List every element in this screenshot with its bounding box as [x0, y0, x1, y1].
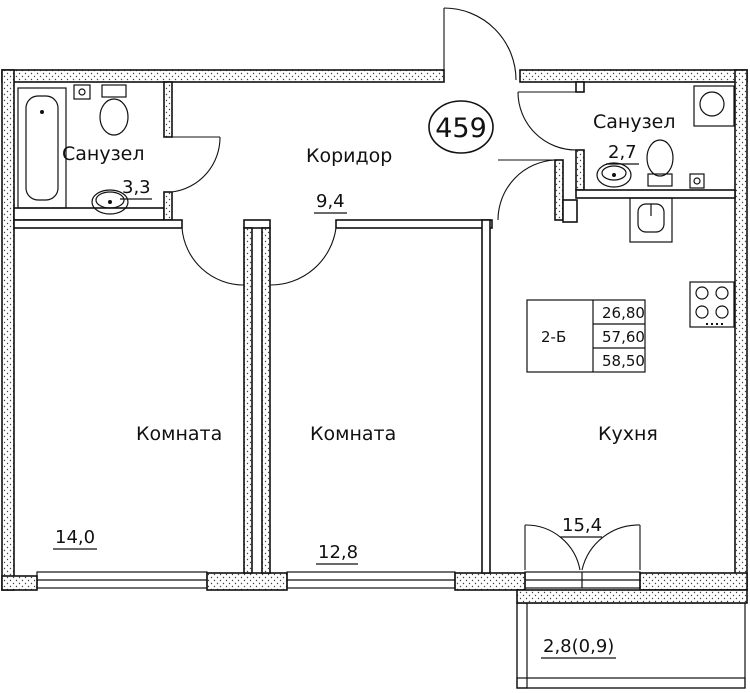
- kitchen-label: Кухня: [598, 423, 658, 445]
- interior-walls: [13, 81, 736, 574]
- apartment-type: 2-Б: [541, 328, 566, 346]
- balcony: [516, 589, 748, 689]
- corridor-area: 9,4: [316, 191, 345, 212]
- sink-icon: [91, 189, 129, 215]
- doors: [171, 7, 641, 571]
- bathroom-left-area: 3,3: [122, 177, 151, 198]
- kitchen-sink-icon: [629, 197, 673, 243]
- toilet-icon: [73, 84, 129, 136]
- bathtub-icon: [17, 87, 67, 209]
- bathroom-right-area: 2,7: [608, 142, 637, 163]
- toilet-icon: [646, 139, 705, 189]
- stove-icon: [689, 281, 735, 328]
- corridor-label: Коридор: [306, 145, 392, 167]
- bathroom-left-label: Санузел: [62, 143, 145, 165]
- sink-icon: [596, 162, 632, 188]
- living-area-value: 26,80: [602, 304, 645, 322]
- windows: [36, 571, 641, 589]
- room-middle-area: 12,8: [318, 542, 358, 563]
- kitchen-area: 15,4: [562, 515, 602, 536]
- apartment-number-badge: 459: [428, 100, 494, 154]
- apartment-number: 459: [435, 113, 487, 144]
- washing-machine-icon: [693, 85, 735, 127]
- area-summary-table: 2-Б 26,80 57,60 58,50: [526, 299, 646, 373]
- total-area-value: 57,60: [602, 328, 645, 346]
- full-area-value: 58,50: [602, 352, 645, 370]
- bathroom-right-label: Санузел: [593, 111, 676, 133]
- room-left-label: Комната: [136, 423, 222, 445]
- balcony-area: 2,8(0,9): [543, 636, 614, 657]
- room-middle-label: Комната: [310, 423, 396, 445]
- room-left-area: 14,0: [55, 527, 95, 548]
